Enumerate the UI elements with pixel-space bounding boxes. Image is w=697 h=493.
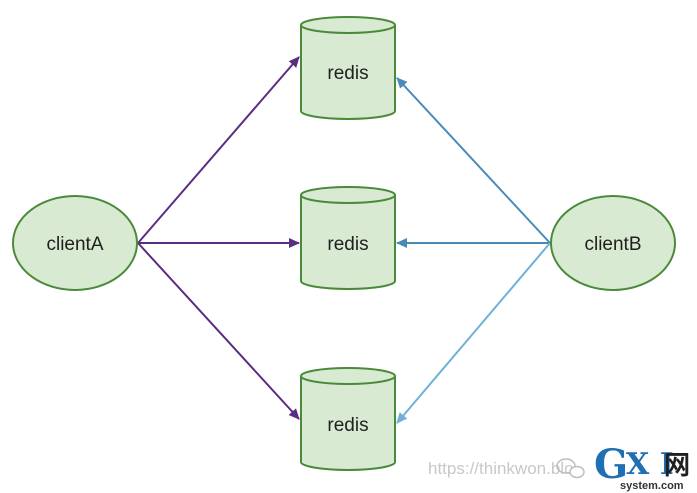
node-redis-bottom-label: redis <box>327 415 368 436</box>
node-clienta: clientA <box>12 195 138 291</box>
logo-sub-text: system.com <box>620 480 684 492</box>
logo-wang-char: 网 <box>664 451 690 481</box>
watermark: https://thinkwon.blo G X I 网 system.com <box>428 441 690 492</box>
edge-clientb-redis-bottom <box>396 242 551 424</box>
node-redis-middle-label: redis <box>327 234 368 255</box>
edge-clienta-redis-top <box>137 56 300 244</box>
node-clienta-label: clientA <box>46 234 103 255</box>
node-redis-top: redis <box>300 16 396 120</box>
logo-xi-letters: X I <box>626 447 674 482</box>
edge-clientb-redis-top <box>396 77 551 244</box>
node-clientb-label: clientB <box>584 234 641 255</box>
site-logo: G X I 网 system.com <box>594 441 690 492</box>
node-clientb: clientB <box>550 195 676 291</box>
watermark-url-text: https://thinkwon.blo <box>428 459 574 478</box>
logo-g-letter: G <box>594 441 628 488</box>
node-redis-top-label: redis <box>327 63 368 84</box>
node-redis-middle: redis <box>300 186 396 290</box>
wechat-icon <box>556 458 585 479</box>
edge-clienta-redis-bottom <box>137 242 300 420</box>
node-redis-bottom: redis <box>300 367 396 471</box>
